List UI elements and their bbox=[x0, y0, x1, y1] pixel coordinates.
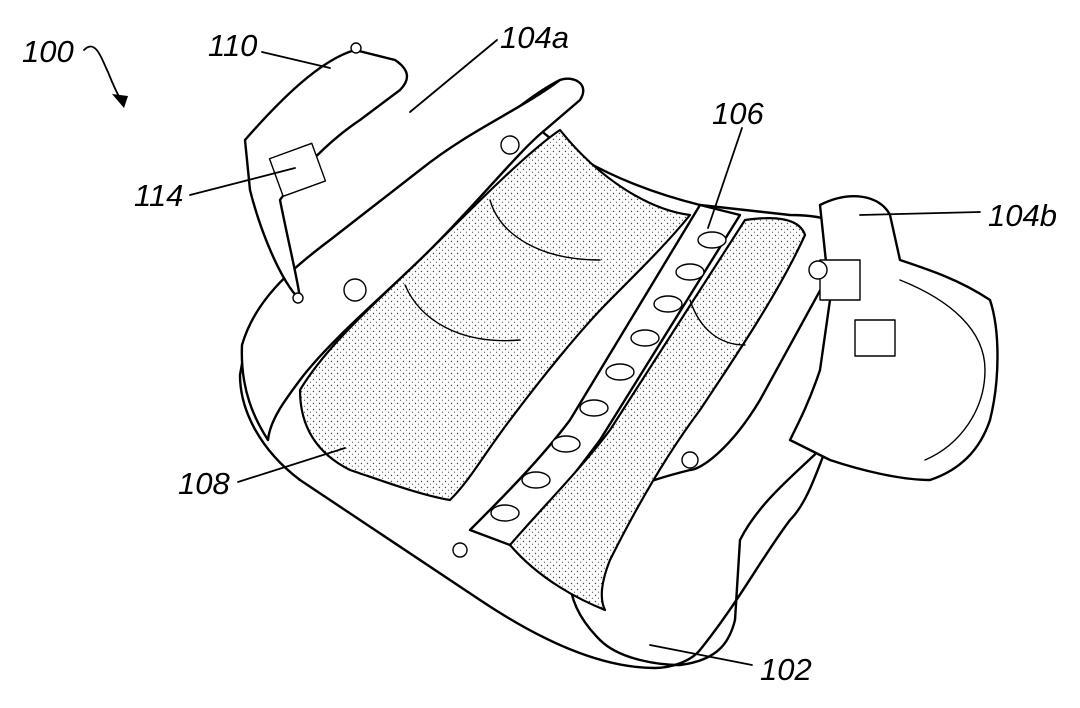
roller-106 bbox=[605, 363, 635, 381]
leader-110 bbox=[261, 51, 331, 69]
reference-labels: 100 110 104a 114 106 104b 108 102 bbox=[22, 20, 1057, 687]
boss-center bbox=[452, 542, 468, 558]
roller-106 bbox=[675, 263, 705, 281]
leader-102 bbox=[649, 644, 753, 666]
roller-106-set bbox=[490, 231, 727, 522]
roller-106 bbox=[697, 231, 727, 249]
boss-left-1 bbox=[343, 278, 367, 302]
label-100: 100 bbox=[22, 34, 74, 69]
leader-lines bbox=[83, 39, 981, 666]
latch-104b-lower bbox=[854, 319, 896, 357]
padding-108-crease-2 bbox=[489, 199, 601, 261]
pivot-110-lower bbox=[292, 292, 304, 304]
boss-left-2 bbox=[500, 135, 520, 155]
leader-106 bbox=[707, 127, 743, 229]
padding-108-left bbox=[298, 128, 692, 502]
leader-114 bbox=[189, 167, 296, 196]
pivot-104b bbox=[808, 260, 828, 280]
clip-114 bbox=[268, 142, 327, 198]
roller-106 bbox=[490, 504, 520, 522]
roller-106 bbox=[579, 399, 609, 417]
roller-106 bbox=[630, 329, 660, 347]
padding-108-right bbox=[508, 217, 807, 612]
label-108: 108 bbox=[178, 466, 230, 501]
leader-104b bbox=[859, 211, 981, 216]
shell-half-104a bbox=[240, 77, 585, 442]
label-104b: 104b bbox=[988, 198, 1057, 233]
label-104a: 104a bbox=[500, 20, 569, 55]
curved-arrow-icon bbox=[83, 45, 123, 103]
leader-108 bbox=[237, 447, 346, 483]
boss-right bbox=[681, 451, 699, 469]
padding-108-crease-3 bbox=[689, 299, 746, 346]
device-drawing bbox=[238, 42, 999, 670]
roller-106 bbox=[521, 471, 551, 489]
roller-106 bbox=[551, 435, 581, 453]
pivot-110-upper bbox=[350, 42, 362, 54]
label-110: 110 bbox=[208, 28, 257, 63]
label-102: 102 bbox=[760, 652, 812, 687]
label-106: 106 bbox=[712, 96, 764, 131]
arrowhead bbox=[112, 94, 128, 108]
roller-106 bbox=[653, 295, 683, 313]
hinge-104b-inner bbox=[899, 279, 986, 461]
label-114: 114 bbox=[134, 178, 183, 213]
leader-104a bbox=[409, 39, 498, 113]
padding-108-crease-1 bbox=[404, 284, 521, 342]
